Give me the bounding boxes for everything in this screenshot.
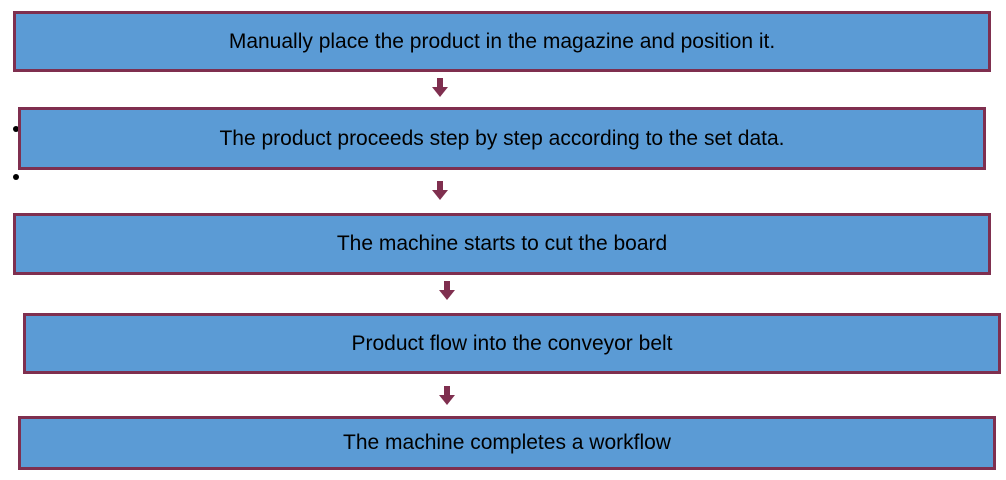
- flow-step-1-label: Manually place the product in the magazi…: [228, 29, 776, 53]
- down-arrow-icon: [432, 78, 448, 97]
- down-arrow-icon: [439, 281, 455, 300]
- flow-step-3: The machine starts to cut the board: [13, 213, 991, 275]
- flow-step-4: Product flow into the conveyor belt: [23, 313, 1001, 374]
- flow-step-5-label: The machine completes a workflow: [343, 431, 671, 454]
- down-arrow-icon: [432, 181, 448, 200]
- bullet-dot: [13, 174, 19, 180]
- flow-step-1: Manually place the product in the magazi…: [13, 11, 991, 72]
- bullet-dot: [13, 126, 19, 132]
- flow-step-2: The product proceeds step by step accord…: [18, 107, 986, 170]
- flow-step-5: The machine completes a workflow: [18, 416, 996, 470]
- flow-step-3-label: The machine starts to cut the board: [336, 232, 668, 255]
- flow-step-4-label: Product flow into the conveyor belt: [351, 331, 673, 355]
- down-arrow-icon: [439, 386, 455, 405]
- flow-step-2-label: The product proceeds step by step accord…: [219, 126, 785, 150]
